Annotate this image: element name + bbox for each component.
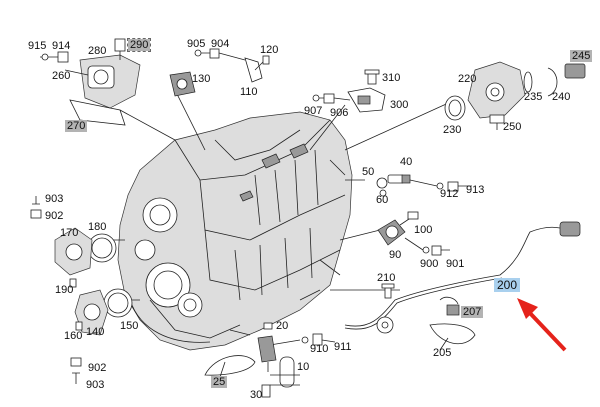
- part-group-200-harness: [344, 221, 581, 351]
- callout-310[interactable]: 310: [382, 72, 401, 84]
- callout-903-bottom[interactable]: 903: [86, 379, 105, 391]
- callout-914[interactable]: 914: [52, 40, 71, 52]
- engine-block: [117, 111, 353, 351]
- callout-120[interactable]: 120: [260, 44, 279, 56]
- callout-207[interactable]: 207: [461, 306, 484, 318]
- callout-300[interactable]: 300: [390, 99, 409, 111]
- callout-205[interactable]: 205: [433, 347, 452, 359]
- callout-190[interactable]: 190: [55, 284, 74, 296]
- callout-901[interactable]: 901: [446, 258, 465, 270]
- callout-200[interactable]: 200: [494, 278, 521, 292]
- part-group-300: [312, 69, 386, 113]
- part-group-40: [376, 174, 472, 197]
- callout-907[interactable]: 907: [304, 105, 323, 117]
- callout-230[interactable]: 230: [443, 124, 462, 136]
- callout-180[interactable]: 180: [88, 221, 107, 233]
- callout-913[interactable]: 913: [466, 184, 485, 196]
- part-group-260: [40, 38, 141, 126]
- red-arrow-icon: [517, 298, 567, 352]
- callout-40[interactable]: 40: [400, 156, 413, 168]
- callout-210[interactable]: 210: [377, 272, 396, 284]
- callout-260[interactable]: 260: [52, 70, 71, 82]
- callout-150[interactable]: 150: [120, 320, 139, 332]
- callout-905[interactable]: 905: [187, 38, 206, 50]
- callout-250[interactable]: 250: [503, 121, 522, 133]
- callout-903-top[interactable]: 903: [45, 193, 64, 205]
- callout-902-bottom[interactable]: 902: [88, 362, 107, 374]
- callout-910[interactable]: 910: [310, 343, 329, 355]
- callout-220[interactable]: 220: [458, 73, 477, 85]
- callout-912[interactable]: 912: [440, 188, 459, 200]
- callout-911[interactable]: 911: [334, 341, 352, 353]
- callout-90[interactable]: 90: [389, 249, 402, 261]
- part-group-10: [204, 322, 336, 398]
- part-group-170: [30, 196, 133, 384]
- callout-20[interactable]: 20: [276, 320, 289, 332]
- callout-235[interactable]: 235: [524, 91, 543, 103]
- callout-160[interactable]: 160: [64, 330, 83, 342]
- part-group-90: [377, 211, 450, 256]
- callout-906[interactable]: 906: [330, 107, 349, 119]
- callout-270[interactable]: 270: [65, 120, 88, 132]
- callout-60[interactable]: 60: [376, 194, 389, 206]
- callout-10[interactable]: 10: [297, 361, 310, 373]
- callout-30[interactable]: 30: [250, 389, 263, 401]
- part-group-220: [444, 61, 586, 130]
- callout-140[interactable]: 140: [86, 326, 105, 338]
- callout-50[interactable]: 50: [362, 166, 375, 178]
- callout-100[interactable]: 100: [414, 224, 433, 236]
- callout-130[interactable]: 130: [192, 73, 211, 85]
- callout-904[interactable]: 904: [211, 38, 230, 50]
- callout-290[interactable]: 290: [126, 38, 152, 52]
- callout-110[interactable]: 110: [240, 86, 258, 98]
- callout-280[interactable]: 280: [88, 45, 107, 57]
- callout-915[interactable]: 915: [28, 40, 47, 52]
- callout-170[interactable]: 170: [60, 227, 79, 239]
- part-group-130: [169, 48, 270, 97]
- callout-25[interactable]: 25: [211, 376, 228, 388]
- callout-902-top[interactable]: 902: [45, 210, 64, 222]
- callout-240[interactable]: 240: [552, 91, 571, 103]
- callout-900[interactable]: 900: [420, 258, 439, 270]
- callout-245[interactable]: 245: [570, 50, 593, 62]
